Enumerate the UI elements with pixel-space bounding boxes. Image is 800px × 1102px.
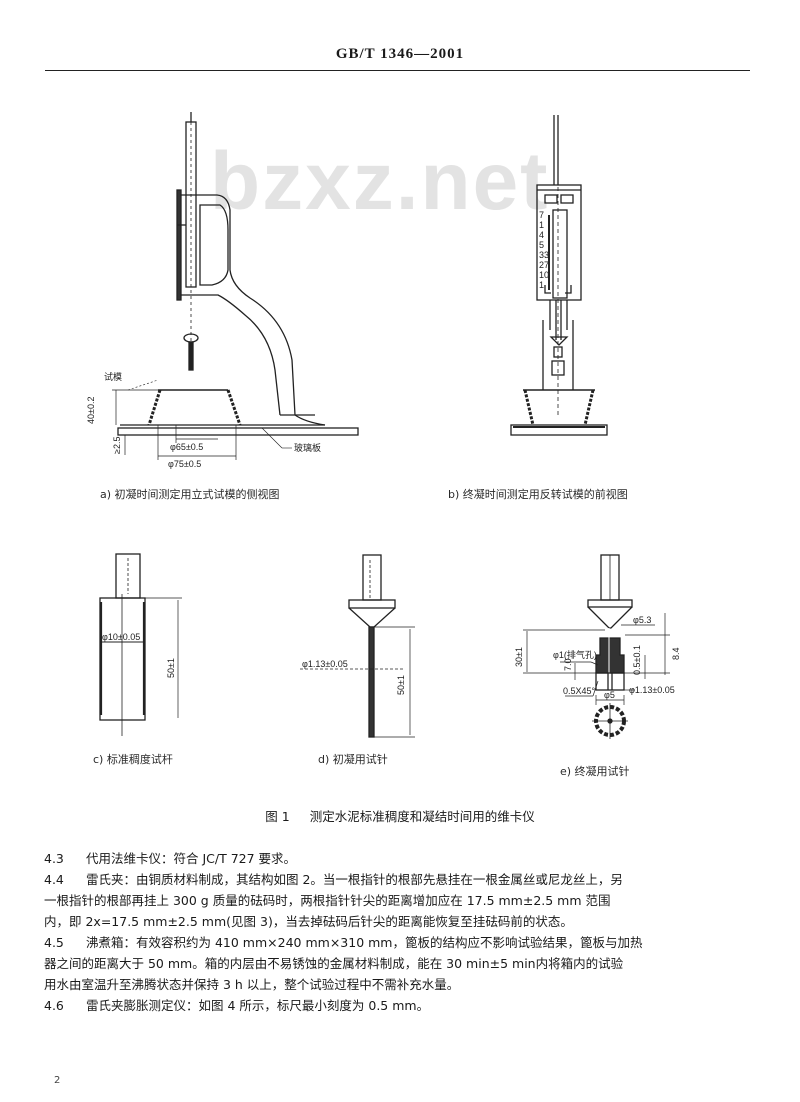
dim-d4: φ1.13±0.05 [629,685,675,695]
dim-outer-diameter: φ75±0.5 [168,459,201,469]
label-vent-hole: φ1(排气孔) [553,649,597,660]
dim-mold-height: 40±0.2 [86,397,96,424]
dim-rod-diameter: φ10±0.05 [102,632,140,642]
section-line: 代用法维卡仪：符合 JC/T 727 要求。 [86,851,297,866]
figure-d-caption: d) 初凝用试针 [318,753,388,766]
dim-base: ≥2.5 [112,437,122,454]
dim-d6: φ5 [604,690,615,700]
dim-d1: φ5.3 [633,615,651,625]
figure-b-vicat-front-view: 7 1 4 5 33 27 10 1 [510,115,608,436]
section-line: 雷氏夹膨胀测定仪：如图 4 所示，标尺最小刻度为 0.5 mm。 [86,998,430,1013]
page-number: 2 [54,1075,61,1086]
figure-number: 图 1 [265,809,290,824]
section-line: 器之间的距离大于 50 mm。箱的内层由不易锈蚀的金属材料制成，能在 30 mi… [44,956,624,971]
figure-1-title: 图 1 测定水泥标准稠度和凝结时间用的维卡仪 [0,806,800,825]
figure-title-text: 测定水泥标准稠度和凝结时间用的维卡仪 [309,809,535,824]
section-line: 一根指针的根部再挂上 300 g 质量的砝码时，两根指针针尖的距离增加应在 17… [44,893,611,908]
section-line: 雷氏夹：由铜质材料制成，其结构如图 2。当一根指针的根部先悬挂在一根金属丝或尼龙… [86,872,623,887]
dim-rod-length: 50±1 [166,658,176,678]
dim-needle-length: 50±1 [396,675,406,695]
scale-mark: 7 [539,210,544,220]
section-number: 4.6 [44,998,64,1013]
figure-a-vicat-side-view: 试模 玻璃板 40±0.2 ≥2.5 φ65±0.5 φ75±0.5 [86,112,359,469]
figure-c-consistency-rod: φ10±0.05 50±1 [99,553,182,736]
section-line: 用水由室温升至沸腾状态并保持 3 h 以上，整个试验过程中不需补充水量。 [44,977,460,992]
section-4-5: 4.5 沸煮箱：有效容积约为 410 mm×240 mm×310 mm，篦板的结构… [44,932,752,995]
dim-overall: 30±1 [514,647,524,667]
figure-d-initial-set-needle: φ1.13±0.05 50±1 [300,554,415,738]
figure-a-caption: a) 初凝时间测定用立式试模的侧视图 [100,488,280,501]
dim-d3: 0.5±0.1 [632,645,642,675]
section-number: 4.4 [44,872,64,887]
scale-mark: 5 [539,240,544,250]
dim-inner-diameter: φ65±0.5 [170,442,203,452]
section-4-3: 4.3 代用法维卡仪：符合 JC/T 727 要求。 [44,848,752,869]
scale-mark: 1 [539,220,544,230]
section-number: 4.3 [44,851,64,866]
section-line: 沸煮箱：有效容积约为 410 mm×240 mm×310 mm，篦板的结构应不影… [86,935,643,950]
dim-d2: 8.4 [671,647,681,660]
figure-e-caption: e) 终凝用试针 [560,765,630,778]
scale-mark: 33 [539,250,549,260]
scale-mark: 4 [539,230,544,240]
scale-mark: 27 [539,260,549,270]
dim-d7: 7.0 [563,658,573,671]
watermark: bzxz.net [210,136,550,227]
dim-d5: 0.5X45° [563,686,596,696]
label-mold: 试模 [104,371,122,383]
dim-needle-diameter: φ1.13±0.05 [302,659,348,669]
section-4-6: 4.6 雷氏夹膨胀测定仪：如图 4 所示，标尺最小刻度为 0.5 mm。 [44,995,752,1016]
label-glass-plate: 玻璃板 [294,442,321,454]
section-4-4: 4.4 雷氏夹：由铜质材料制成，其结构如图 2。当一根指针的根部先悬挂在一根金属丝… [44,869,752,932]
header-divider [45,70,750,71]
figure-b-caption: b) 终凝时间测定用反转试模的前视图 [448,488,628,501]
figure-e-final-set-needle: 30±1 φ1(排气孔) φ5.3 8.4 0.5±0.1 7.0 φ1.13±… [514,554,681,739]
section-line: 内，即 2x=17.5 mm±2.5 mm(见图 3)，当去掉砝码后针尖的距离能… [44,914,573,929]
scale-mark: 10 [539,270,549,280]
figure-c-caption: c) 标准稠度试杆 [93,753,173,766]
section-number: 4.5 [44,935,64,950]
standard-code-header: GB/T 1346—2001 [335,46,465,62]
scale-mark: 1 [539,280,544,290]
body-text: 4.3 代用法维卡仪：符合 JC/T 727 要求。 4.4 雷氏夹：由铜质材料制成… [44,848,752,1016]
